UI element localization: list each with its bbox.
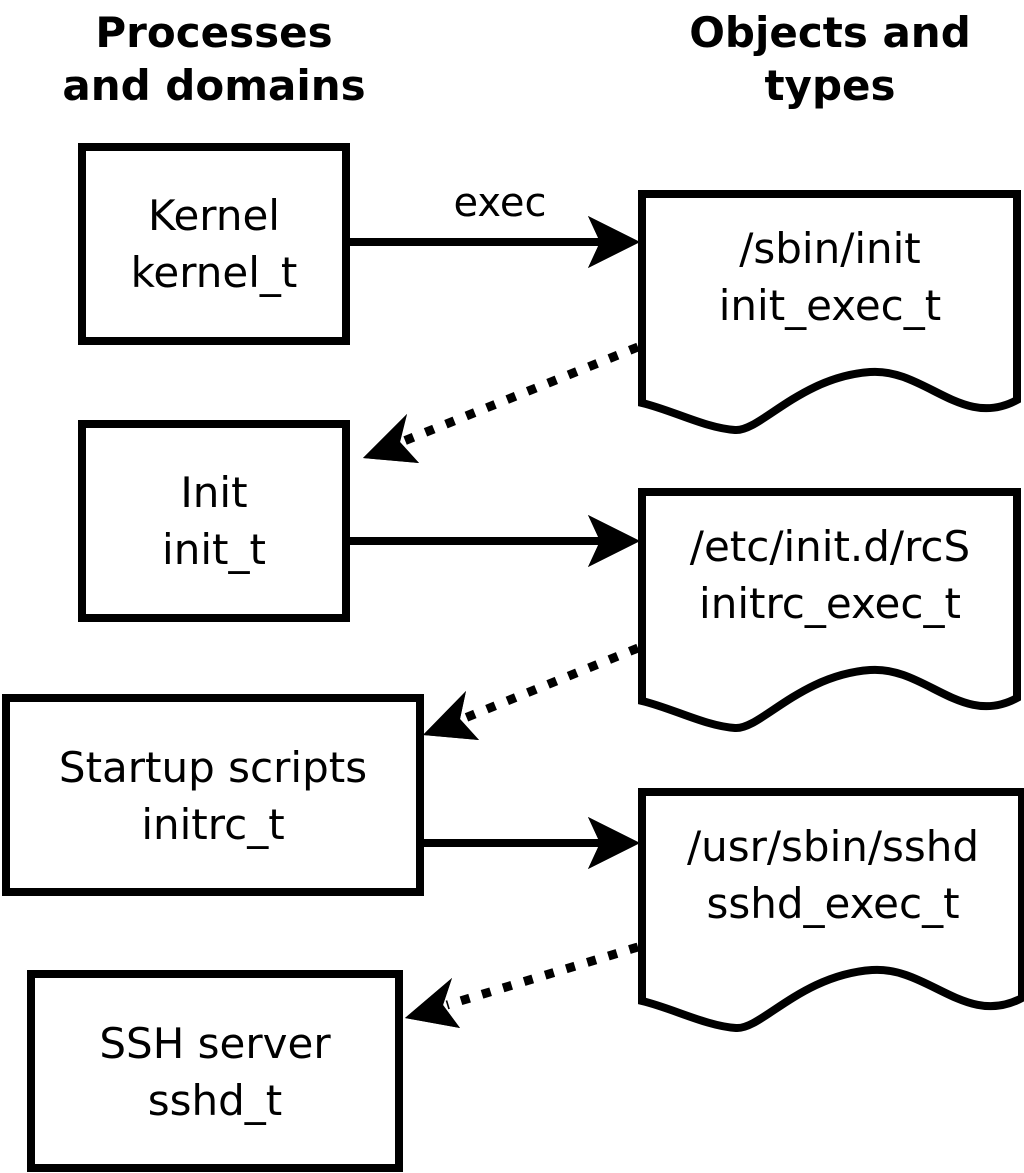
document-shape-sshd-exec[interactable] <box>638 788 1024 1032</box>
object-label-initrc-exec-line2: initrc_exec_t <box>699 579 961 628</box>
process-label-init-line2: init_t <box>162 525 266 574</box>
object-node-initrc-exec[interactable]: /etc/init.d/rcS initrc_exec_t <box>638 488 1021 732</box>
left-column-heading: Processes and domains <box>62 8 365 110</box>
document-shape-init-exec[interactable] <box>638 190 1021 434</box>
process-label-initrc-line1: Startup scripts <box>59 743 367 792</box>
process-box-kernel[interactable] <box>78 143 350 345</box>
object-node-init-exec[interactable]: /sbin/init init_exec_t <box>638 190 1021 434</box>
object-label-initrc-exec-line1: /etc/init.d/rcS <box>690 522 970 571</box>
object-label-sshd-exec-line1: /usr/sbin/sshd <box>687 822 979 871</box>
process-box-init[interactable] <box>78 420 350 622</box>
arrowhead-icon <box>363 414 419 463</box>
left-heading-line2: and domains <box>62 61 365 110</box>
right-column-heading: Objects and types <box>689 8 971 110</box>
arrowhead-icon <box>588 817 640 869</box>
process-label-kernel-line2: kernel_t <box>131 248 298 297</box>
process-label-kernel-line1: Kernel <box>148 191 280 240</box>
arrowhead-icon <box>423 691 479 740</box>
process-box-initrc[interactable] <box>2 694 424 896</box>
object-label-sshd-exec-line2: sshd_exec_t <box>706 879 959 928</box>
arrowhead-icon <box>588 515 640 567</box>
process-box-sshd[interactable] <box>27 970 403 1172</box>
process-label-init-line1: Init <box>180 468 247 517</box>
process-node-initrc[interactable]: Startup scripts initrc_t <box>2 694 424 896</box>
arrowhead-icon <box>405 978 460 1028</box>
process-node-kernel[interactable]: Kernel kernel_t <box>78 143 350 345</box>
arrowhead-overlay-group <box>363 216 640 1028</box>
object-label-init-exec-line1: /sbin/init <box>739 224 921 273</box>
process-label-sshd-line2: sshd_t <box>148 1076 283 1125</box>
right-heading-line1: Objects and <box>689 8 971 57</box>
edge-init-exec-transition-init <box>363 342 640 463</box>
arrowhead-icon <box>588 216 640 268</box>
edge-line-initrc-exec-initrc <box>463 643 640 723</box>
edge-line-init-exec-init <box>402 342 640 446</box>
process-node-sshd[interactable]: SSH server sshd_t <box>27 970 403 1172</box>
edge-label-exec: exec <box>454 180 547 226</box>
left-heading-line1: Processes <box>95 8 332 57</box>
document-shape-initrc-exec[interactable] <box>638 488 1021 732</box>
process-node-init[interactable]: Init init_t <box>78 420 350 622</box>
object-label-init-exec-line2: init_exec_t <box>719 281 942 330</box>
right-heading-line2: types <box>764 61 895 110</box>
object-node-sshd-exec[interactable]: /usr/sbin/sshd sshd_exec_t <box>638 788 1024 1032</box>
process-label-sshd-line1: SSH server <box>99 1019 331 1068</box>
process-label-initrc-line2: initrc_t <box>141 800 284 849</box>
edge-line-sshd-exec-sshd <box>445 942 640 1010</box>
